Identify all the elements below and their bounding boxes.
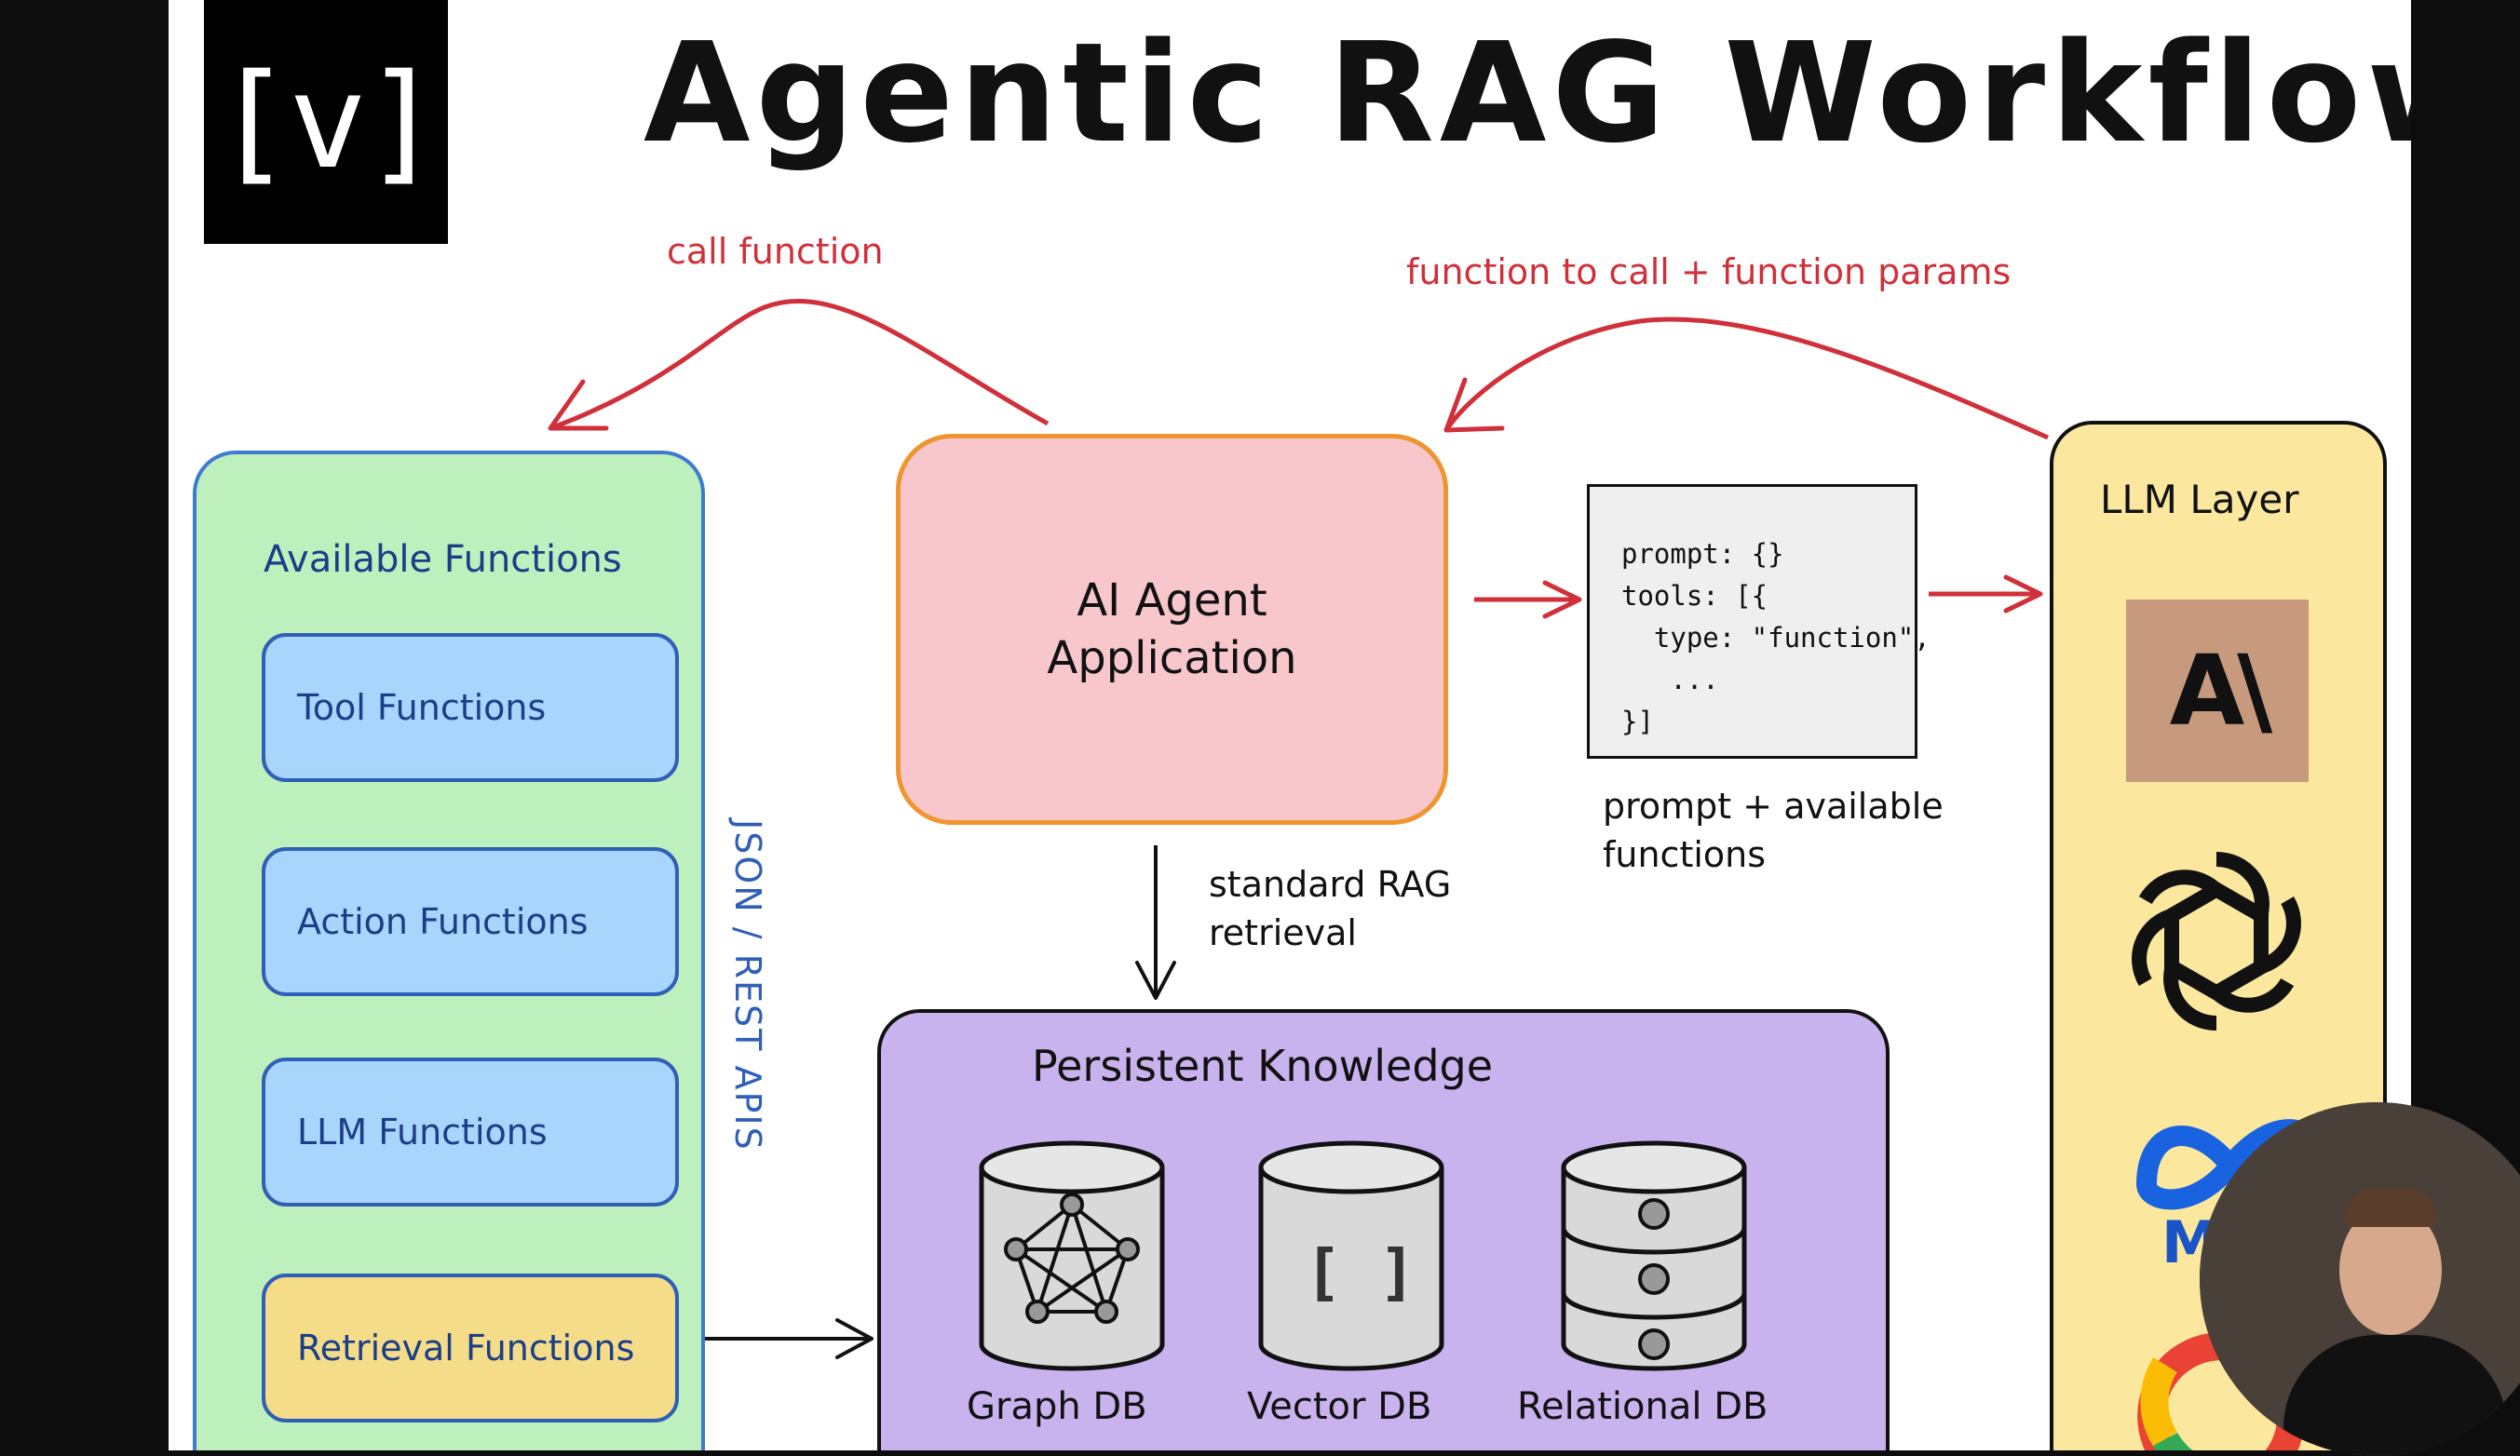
llm-functions-box: LLM Functions xyxy=(262,1058,679,1207)
anthropic-logo-text: A\ xyxy=(2169,634,2273,748)
prompt-available-label: prompt + available functions xyxy=(1603,782,1944,879)
function-params-label: function to call + function params xyxy=(1406,251,2012,292)
tool-functions-box: Tool Functions xyxy=(262,633,679,782)
prompt-line-1: prompt + available xyxy=(1603,786,1944,827)
llm-layer-title: LLM Layer xyxy=(2100,477,2299,522)
diagram-slide: [v] Agentic RAG Workflow call function f… xyxy=(169,0,2411,1450)
vector-db-icon xyxy=(1258,1140,1444,1371)
arrows-layer xyxy=(548,299,2050,1359)
standard-rag-line-1: standard RAG xyxy=(1209,864,1452,905)
vector-db-glyph: [ ] xyxy=(1305,1236,1416,1308)
call-function-arrow xyxy=(549,299,1050,431)
standard-rag-label: standard RAG retrieval xyxy=(1209,860,1451,957)
agent-line-1: AI Agent xyxy=(1077,574,1267,627)
ai-agent-box: AI Agent Application xyxy=(896,434,1448,825)
anthropic-logo: A\ xyxy=(2126,600,2309,782)
code-line: prompt: {} xyxy=(1621,538,1784,570)
standard-rag-line-2: retrieval xyxy=(1209,912,1357,953)
relational-db-label: Relational DB xyxy=(1517,1385,1768,1428)
brand-logo: [v] xyxy=(204,0,448,244)
presenter-webcam xyxy=(2200,1102,2520,1456)
code-line: ... xyxy=(1621,664,1719,695)
vector-db-label: Vector DB xyxy=(1247,1385,1432,1428)
code-line: type: "function", xyxy=(1621,622,1931,654)
available-functions-title: Available Functions xyxy=(264,538,622,581)
code-line: tools: [{ xyxy=(1621,580,1768,612)
presenter-hair xyxy=(2344,1188,2437,1227)
persistent-knowledge-panel: Persistent Knowledge [ ] xyxy=(877,1009,1890,1450)
action-functions-box: Action Functions xyxy=(262,847,679,996)
presenter-shirt xyxy=(2283,1335,2507,1456)
function-params-arrow xyxy=(1443,317,2050,440)
relational-db-icon xyxy=(1561,1140,1747,1371)
graph-db-icon xyxy=(979,1140,1165,1371)
agent-line-2: Application xyxy=(1047,632,1297,684)
json-rest-apis-label: JSON / REST APIS xyxy=(727,819,768,1152)
prompt-line-2: functions xyxy=(1603,834,1767,875)
code-line: }] xyxy=(1621,706,1654,737)
function-schema-code: prompt: {} tools: [{ type: "function", .… xyxy=(1587,484,1931,759)
available-functions-panel: Available Functions Tool Functions Actio… xyxy=(193,451,705,1450)
graph-db-label: Graph DB xyxy=(967,1385,1147,1428)
persistent-knowledge-title: Persistent Knowledge xyxy=(1032,1041,1494,1091)
openai-icon xyxy=(2132,852,2301,1031)
diagram-title: Agentic RAG Workflow xyxy=(644,13,2411,173)
retrieval-functions-box: Retrieval Functions xyxy=(262,1274,679,1422)
call-function-label: call function xyxy=(667,231,884,272)
